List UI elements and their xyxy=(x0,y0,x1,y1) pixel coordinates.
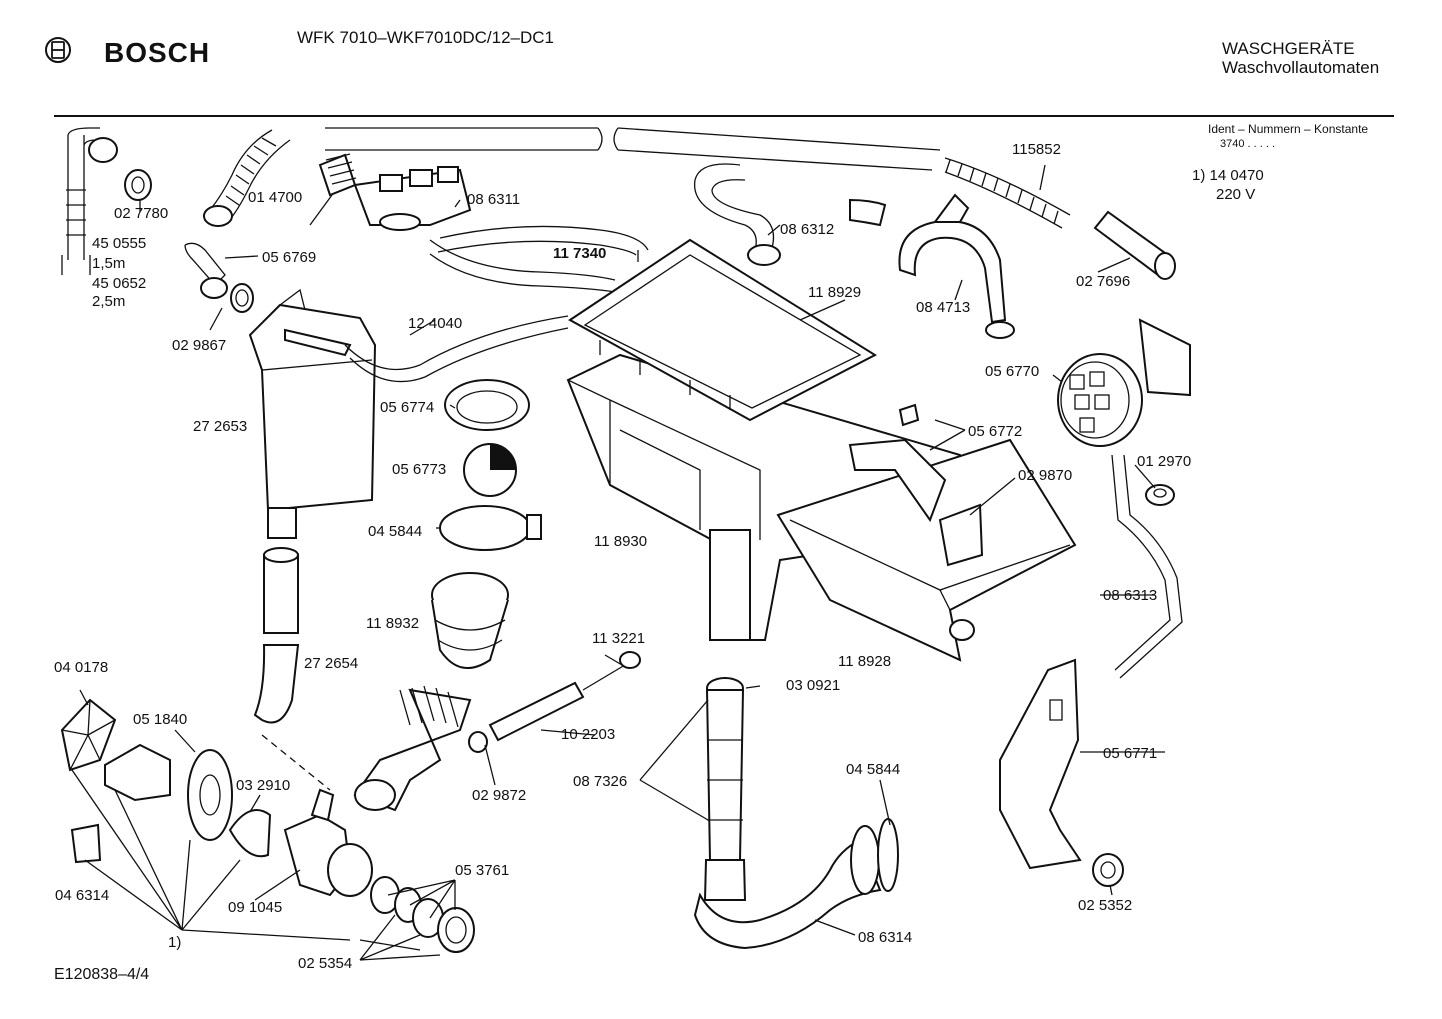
part-label: 02 5352 xyxy=(1078,897,1132,914)
part-label: 04 6314 xyxy=(55,887,109,904)
drawer-housing-118930 xyxy=(566,353,980,641)
part-label: 02 9867 xyxy=(172,337,226,354)
drain-hose-left xyxy=(61,127,152,275)
part-label: 11 8928 xyxy=(838,653,891,670)
part-label: 115852 xyxy=(1012,141,1061,158)
part-label: 08 6312 xyxy=(780,221,834,238)
part-label: 02 5354 xyxy=(298,955,352,972)
fitting-056769 xyxy=(184,242,254,313)
part-label: 03 0921 xyxy=(786,677,840,694)
part-label: 45 0555 xyxy=(92,235,146,252)
ball-056773 xyxy=(463,443,517,497)
drawing-code: E120838–4/4 xyxy=(54,966,150,983)
part-label: 05 6773 xyxy=(392,461,446,478)
ident-heading: Ident – Nummern – Konstante xyxy=(1208,122,1369,136)
impeller-032910 xyxy=(228,809,272,858)
inlet-hose-left xyxy=(203,129,291,227)
fan-040178 xyxy=(60,698,117,772)
part-label: 45 0652 xyxy=(92,275,146,292)
hose-086312 xyxy=(693,163,887,266)
drain-pump xyxy=(283,788,373,897)
part-label: 11 8930 xyxy=(594,533,647,550)
part-label: 05 1840 xyxy=(133,711,187,728)
spiral-hose-115852 xyxy=(944,157,1071,229)
part-label: 08 4713 xyxy=(916,299,970,316)
category-subtitle: Waschvollautomaten xyxy=(1222,58,1380,77)
part-label: 04 5844 xyxy=(846,761,900,778)
bellows-118932 xyxy=(353,572,509,812)
grommet-025352 xyxy=(1092,853,1124,887)
part-label: 05 6769 xyxy=(262,249,316,266)
part-label: 11 7340 xyxy=(553,245,606,262)
bracket-084713 xyxy=(898,193,1015,339)
category-title: WASCHGERÄTE xyxy=(1222,39,1355,58)
brand-name: BOSCH xyxy=(104,37,211,68)
part-label: 27 2654 xyxy=(304,655,358,672)
part-label: 08 6313 xyxy=(1103,587,1157,604)
part-label: 05 6772 xyxy=(968,423,1022,440)
part-label: 08 6314 xyxy=(858,929,912,946)
part-label: 11 8929 xyxy=(808,284,861,301)
part-label: 1,5m xyxy=(92,255,125,272)
hose-coupling-027696 xyxy=(1093,210,1176,280)
clamp-045844-top xyxy=(439,505,542,551)
grommet-012970 xyxy=(1145,484,1175,506)
part-label: 03 2910 xyxy=(236,777,290,794)
bosch-logo-icon xyxy=(45,37,71,63)
part-label: 08 7326 xyxy=(573,773,627,790)
part-label: 02 7780 xyxy=(114,205,168,222)
detergent-container-272653 xyxy=(248,288,377,539)
part-label: 11 8932 xyxy=(366,615,419,632)
header-divider xyxy=(54,115,1394,117)
footnote-reference: 1) 14 0470 xyxy=(1192,167,1264,184)
top-hose xyxy=(325,127,941,171)
leader-lines xyxy=(71,164,1165,961)
part-label: 02 9870 xyxy=(1018,467,1072,484)
footnote-voltage: 220 V xyxy=(1216,186,1256,203)
part-label: 1) xyxy=(168,934,181,951)
part-label: 2,5m xyxy=(92,293,125,310)
part-label: 08 6311 xyxy=(467,191,520,208)
part-labels: 02 7780 45 0555 1,5m 45 0652 2,5m 01 470… xyxy=(54,141,1191,972)
seal-046314 xyxy=(70,823,102,864)
part-label: 05 6771 xyxy=(1103,745,1157,762)
hose-086314 xyxy=(693,818,899,950)
part-label: 27 2653 xyxy=(193,418,247,435)
part-label: 09 1045 xyxy=(228,899,282,916)
part-label: 05 6770 xyxy=(985,363,1039,380)
part-label: 10 2203 xyxy=(561,726,615,743)
part-label: 04 0178 xyxy=(54,659,108,676)
bracket-056771 xyxy=(999,658,1082,870)
part-label: 05 3761 xyxy=(455,862,509,879)
part-label: 02 7696 xyxy=(1076,273,1130,290)
rings-053761 xyxy=(370,876,475,953)
hose-086313 xyxy=(1111,454,1183,679)
part-label: 02 9872 xyxy=(472,787,526,804)
part-label: 11 3221 xyxy=(592,630,645,647)
model-number: WFK 7010–WKF7010DC/12–DC1 xyxy=(297,28,555,47)
part-label: 01 4700 xyxy=(248,189,302,206)
rod-102203 xyxy=(468,651,641,753)
hose-124040 xyxy=(344,315,569,383)
seal-056774 xyxy=(444,379,530,431)
drawer-lid-118929 xyxy=(568,238,878,422)
pipe-087326 xyxy=(703,677,747,901)
part-label: 12 4040 xyxy=(408,315,462,332)
part-label: 05 6774 xyxy=(380,399,434,416)
motor-051840 xyxy=(104,743,233,841)
hose-272654 xyxy=(253,547,331,791)
pressure-switch-056770 xyxy=(1057,318,1191,447)
part-label: 04 5844 xyxy=(368,523,422,540)
part-label: 01 2970 xyxy=(1137,453,1191,470)
valve-assembly xyxy=(318,153,472,231)
ident-constant: 3740 . . . . . xyxy=(1220,138,1276,150)
drawer-118928 xyxy=(776,403,1077,662)
hose-117340 xyxy=(429,225,649,293)
